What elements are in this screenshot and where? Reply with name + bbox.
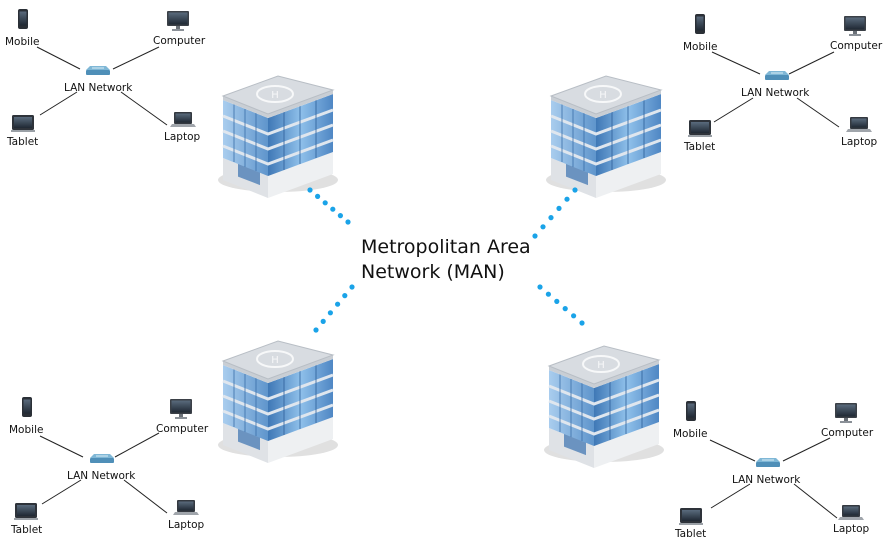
lan-cluster-top-right: Mobile Computer LAN Network Tablet Lapto…: [683, 14, 883, 153]
tablet-icon: [688, 120, 712, 137]
laptop-label: Laptop: [841, 136, 877, 148]
link-dot: [545, 291, 552, 297]
link-dot: [572, 187, 578, 193]
link-dot: [307, 187, 313, 193]
lan-cluster-bottom-left: Mobile Computer LAN Network Tablet Lapto…: [9, 397, 209, 536]
building-icon-bottom-right: [542, 344, 666, 470]
lan-cluster-bottom-right: Mobile Computer LAN Network Tablet Lapto…: [673, 401, 874, 540]
link-dot: [548, 215, 554, 221]
link-dot: [327, 310, 333, 316]
man-title-line2: Network (MAN): [361, 261, 505, 283]
link-dot: [313, 327, 319, 333]
mobile-icon: [18, 9, 28, 29]
router-icon: [89, 453, 115, 464]
tablet-label: Tablet: [6, 136, 38, 148]
link-dot: [571, 313, 577, 319]
computer-label: Computer: [830, 40, 883, 52]
tablet-icon: [14, 503, 38, 520]
laptop-label: Laptop: [833, 523, 869, 535]
link-dot: [562, 306, 568, 312]
link-dot: [315, 193, 321, 199]
link-dot: [320, 318, 326, 324]
lan-cluster-top-left: Mobile Computer LAN Network Tablet Lapto…: [5, 9, 206, 148]
link-dot: [556, 205, 562, 211]
mobile-label: Mobile: [5, 36, 39, 48]
link-dot: [349, 284, 355, 290]
computer-label: Computer: [153, 35, 206, 47]
laptop-icon: [838, 505, 864, 520]
mobile-label: Mobile: [9, 424, 43, 436]
router-icon: [764, 70, 790, 81]
tablet-icon: [11, 115, 35, 132]
hub-label: LAN Network: [732, 474, 801, 486]
computer-label: Computer: [821, 427, 874, 439]
link-dot: [564, 196, 570, 202]
link-dot: [330, 206, 336, 212]
laptop-icon: [170, 112, 196, 127]
man-title-line1: Metropolitan Area: [361, 236, 531, 258]
link-dot: [322, 200, 328, 206]
laptop-label: Laptop: [168, 519, 204, 531]
mobile-icon: [22, 397, 32, 417]
building-icon-top-right: [544, 74, 668, 200]
router-icon: [85, 65, 111, 76]
computer-label: Computer: [156, 423, 209, 435]
link-dot: [540, 224, 546, 230]
building-icon-top-left: [216, 74, 340, 200]
link-dot: [342, 293, 348, 299]
laptop-label: Laptop: [164, 131, 200, 143]
man-dotted-links: [307, 187, 585, 333]
link-dot: [337, 213, 343, 219]
building-icon-bottom-left: [216, 339, 340, 465]
mobile-icon: [686, 401, 696, 421]
laptop-icon: [173, 500, 199, 515]
hub-label: LAN Network: [64, 82, 133, 94]
laptop-icon: [846, 117, 872, 132]
tablet-label: Tablet: [683, 141, 715, 153]
router-icon: [755, 457, 781, 468]
hub-label: LAN Network: [67, 470, 136, 482]
link-dot: [537, 284, 543, 290]
computer-icon: [835, 403, 857, 423]
mobile-icon: [695, 14, 705, 34]
link-dot: [554, 298, 560, 304]
link-dot: [335, 301, 341, 307]
computer-icon: [167, 11, 189, 31]
mobile-label: Mobile: [683, 41, 717, 53]
computer-icon: [170, 399, 192, 419]
link-dot: [532, 233, 538, 239]
tablet-label: Tablet: [674, 528, 706, 540]
hub-label: LAN Network: [741, 87, 810, 99]
computer-icon: [844, 16, 866, 36]
link-dot: [345, 219, 351, 225]
mobile-label: Mobile: [673, 428, 707, 440]
link-dot: [579, 320, 585, 326]
tablet-icon: [679, 508, 703, 525]
tablet-label: Tablet: [10, 524, 42, 536]
